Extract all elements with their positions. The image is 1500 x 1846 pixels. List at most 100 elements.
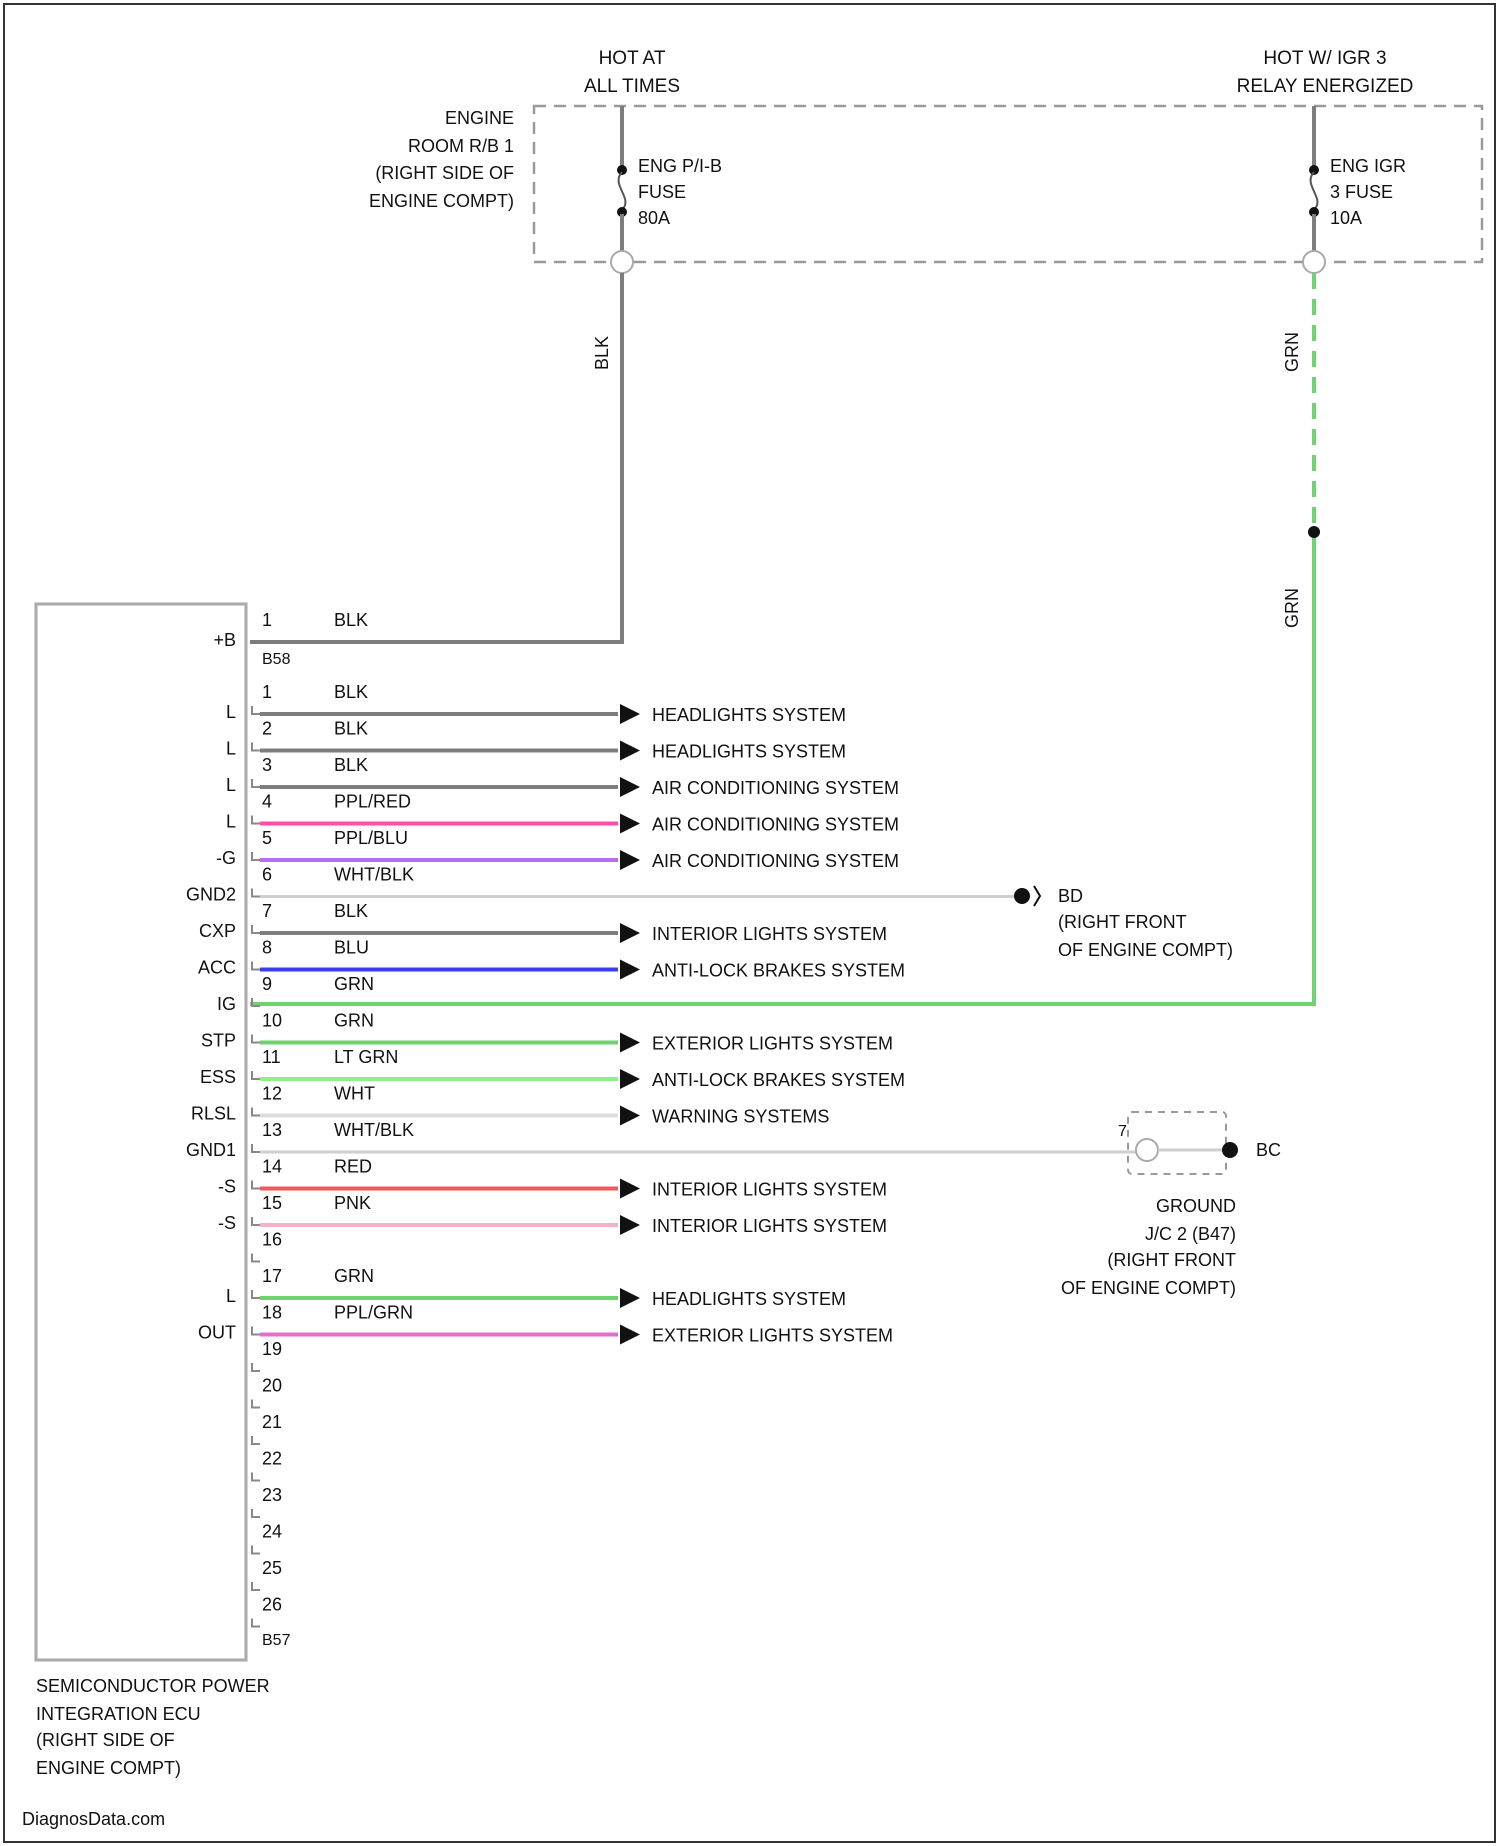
wire-color-label: WHT/BLK: [334, 865, 414, 885]
pin-hook: [252, 1108, 260, 1116]
pin-row: 16: [252, 1230, 282, 1262]
arrow-icon: [620, 814, 640, 834]
pin-number: 15: [262, 1193, 282, 1213]
pin-hook: [252, 1035, 260, 1043]
pin-row: 10GRNSTPEXTERIOR LIGHTS SYSTEM: [201, 1011, 893, 1054]
pin-number: 12: [262, 1084, 282, 1104]
wire-color-label: WHT: [334, 1084, 375, 1104]
ground-bc-label-3: (RIGHT FRONT: [1107, 1250, 1236, 1270]
pin-number: 7: [262, 901, 272, 921]
ground-bd-loc-1: (RIGHT FRONT: [1058, 912, 1187, 932]
pin-row: 20: [252, 1376, 282, 1408]
pin-name: ESS: [200, 1067, 236, 1087]
splice-junction: [1308, 526, 1320, 538]
pin-number: 2: [262, 719, 272, 739]
pin-number: 5: [262, 828, 272, 848]
hot-igr3-line2: RELAY ENERGIZED: [1237, 76, 1414, 97]
pin-number: 26: [262, 1595, 282, 1615]
pin-hook: [252, 1071, 260, 1079]
jc2-pin-circle: [1136, 1139, 1158, 1161]
destination-label: INTERIOR LIGHTS SYSTEM: [652, 1180, 887, 1200]
pin-name: L: [226, 702, 236, 722]
fuse-left-label-3: 80A: [638, 208, 670, 228]
destination-label: AIR CONDITIONING SYSTEM: [652, 778, 899, 798]
pin-number: 6: [262, 865, 272, 885]
pin-number: 16: [262, 1230, 282, 1250]
pin-hook: [252, 1290, 260, 1298]
wire-blk-power: [250, 273, 622, 642]
pin-number: 23: [262, 1485, 282, 1505]
fuse-eng-pib: [611, 106, 633, 273]
pin-name: OUT: [198, 1323, 236, 1343]
arrow-icon: [620, 1033, 640, 1053]
pin-hook: [252, 1327, 260, 1335]
pin-number: 20: [262, 1376, 282, 1396]
destination-label: ANTI-LOCK BRAKES SYSTEM: [652, 1070, 905, 1090]
destination-label: HEADLIGHTS SYSTEM: [652, 1289, 846, 1309]
ecu-label-4: ENGINE COMPT): [36, 1758, 181, 1778]
ground-bd-loc-2: OF ENGINE COMPT): [1058, 940, 1233, 960]
pin-hook: [252, 1363, 260, 1371]
pin-name: -G: [216, 848, 236, 868]
arrow-icon: [620, 1215, 640, 1235]
relay-box-label-3: (RIGHT SIDE OF: [375, 163, 514, 183]
arrow-icon: [620, 850, 640, 870]
ground-bc-symbol: [1222, 1142, 1238, 1158]
pin-row: 19: [252, 1339, 282, 1371]
pin-row: 21: [252, 1412, 282, 1444]
pin-row: 25: [252, 1558, 282, 1590]
pin-hook: [252, 1546, 260, 1554]
relay-box-label-4: ENGINE COMPT): [369, 191, 514, 211]
hot-igr3-line1: HOT W/ IGR 3: [1263, 48, 1386, 69]
arrow-icon: [620, 741, 640, 761]
pin-number: 19: [262, 1339, 282, 1359]
pin-rows: 1BLKLHEADLIGHTS SYSTEM2BLKLHEADLIGHTS SY…: [186, 682, 1136, 1627]
relay-box-label-1: ENGINE: [445, 108, 514, 128]
wire-color-label: BLK: [334, 682, 368, 702]
pin-number: 14: [262, 1157, 282, 1177]
pin-hook: [252, 743, 260, 751]
wire-color-label: PPL/RED: [334, 792, 411, 812]
destination-label: HEADLIGHTS SYSTEM: [652, 742, 846, 762]
ground-bd-symbol: [1014, 886, 1040, 906]
destination-label: AIR CONDITIONING SYSTEM: [652, 815, 899, 835]
hot-at-all-times-line2: ALL TIMES: [584, 76, 680, 97]
pin-number: 9: [262, 974, 272, 994]
pin-hook: [252, 1181, 260, 1189]
ground-bc-label-2: J/C 2 (B47): [1145, 1224, 1236, 1244]
wire-color-label: BLU: [334, 938, 369, 958]
pin-name: RLSL: [191, 1104, 236, 1124]
pin-row: 17GRNLHEADLIGHTS SYSTEM: [226, 1266, 846, 1309]
pin-number: 1: [262, 682, 272, 702]
wire-color-label: BLK: [334, 719, 368, 739]
arrow-icon: [620, 704, 640, 724]
connector-b57: B57: [262, 1632, 291, 1649]
pin-row: 24: [252, 1522, 282, 1554]
wire-color-label: PPL/GRN: [334, 1303, 413, 1323]
ecu-label-2: INTEGRATION ECU: [36, 1704, 201, 1724]
pin-row: 1BLKLHEADLIGHTS SYSTEM: [226, 682, 846, 725]
wire-color-label: BLK: [334, 755, 368, 775]
wire-color-label: LT GRN: [334, 1047, 398, 1067]
wire-color-label: RED: [334, 1157, 372, 1177]
pin-number: 17: [262, 1266, 282, 1286]
pin-number: 8: [262, 938, 272, 958]
connector-b58: B58: [262, 651, 291, 668]
pin-number: 21: [262, 1412, 282, 1432]
pin-name: L: [226, 812, 236, 832]
fuse-right-label-2: 3 FUSE: [1330, 182, 1393, 202]
destination-label: INTERIOR LIGHTS SYSTEM: [652, 924, 887, 944]
pin-number: 13: [262, 1120, 282, 1140]
pin-hook: [252, 962, 260, 970]
arrow-icon: [620, 1106, 640, 1126]
pin-hook: [252, 706, 260, 714]
ground-bd-id: BD: [1058, 886, 1083, 906]
ground-bc-id: BC: [1256, 1140, 1281, 1160]
pin-name: ACC: [198, 958, 236, 978]
destination-label: EXTERIOR LIGHTS SYSTEM: [652, 1326, 893, 1346]
pin-name: L: [226, 739, 236, 759]
jc2-pin-num: 7: [1118, 1123, 1127, 1140]
pin-row: 26: [252, 1595, 282, 1627]
wire-color-label: PPL/BLU: [334, 828, 408, 848]
ecu-pin-b-color: BLK: [334, 610, 368, 630]
